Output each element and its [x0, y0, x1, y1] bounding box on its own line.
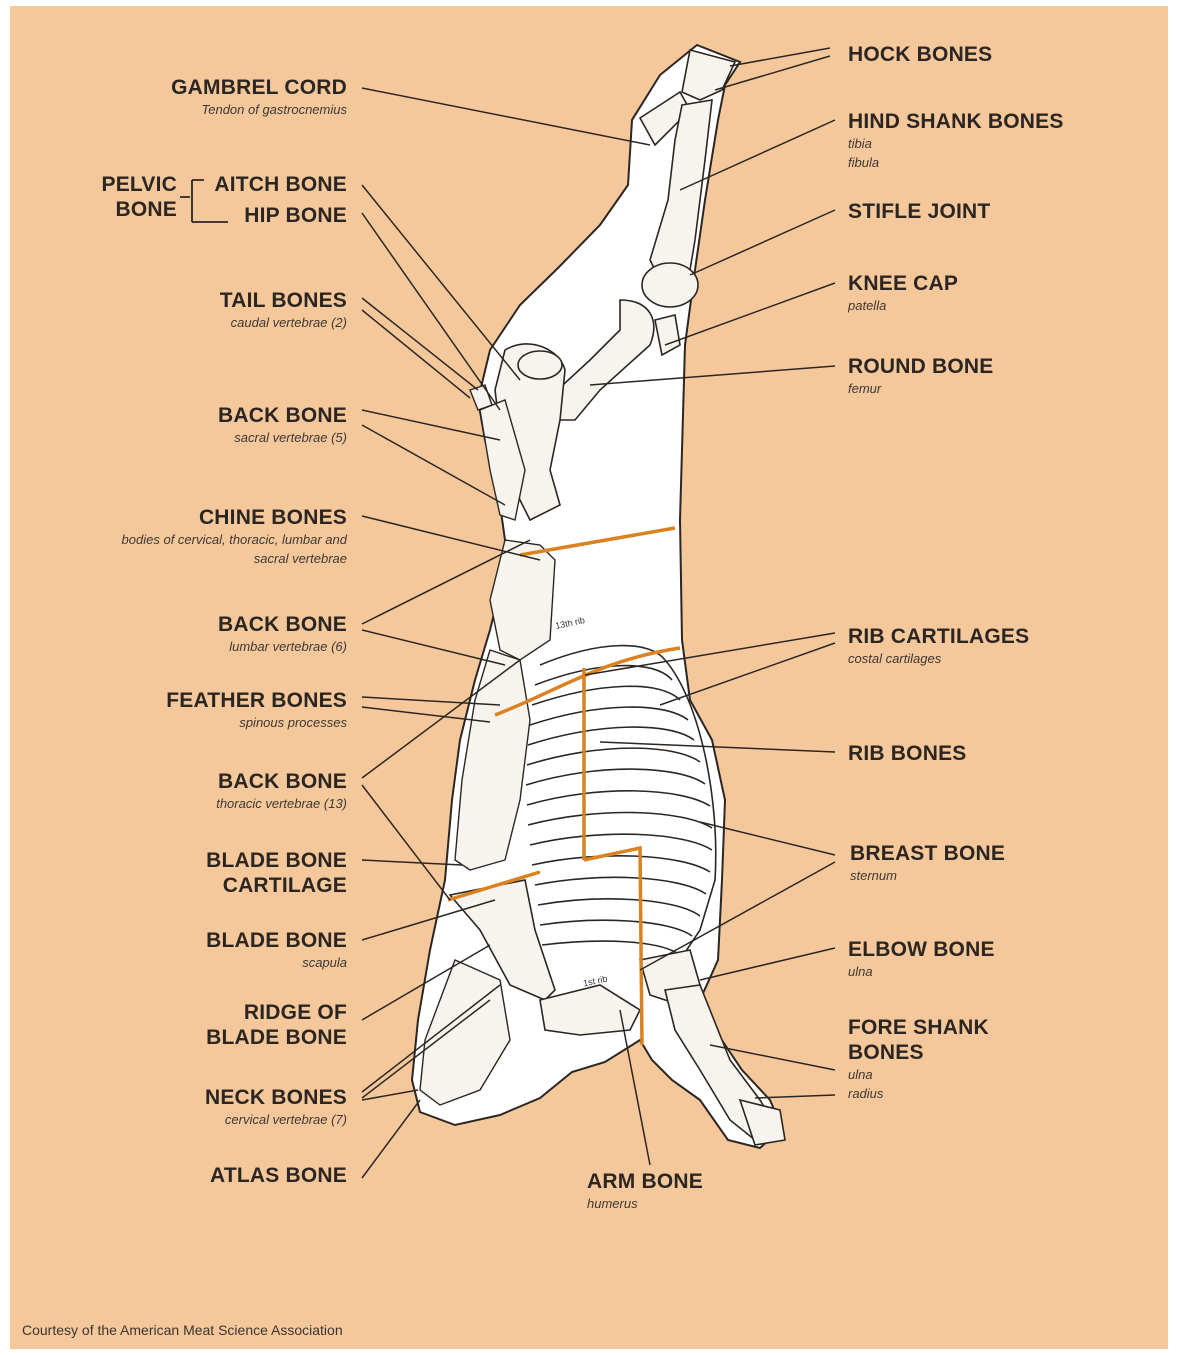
label-blade-bone: BLADE BONE scapula: [47, 928, 347, 972]
label-atlas-bone: ATLAS BONE: [47, 1163, 347, 1188]
label-subtitle: ulna: [848, 962, 1148, 981]
label-back-bone-lumbar: BACK BONE lumbar vertebrae (6): [47, 612, 347, 656]
label-hind-shank-bones: HIND SHANK BONES tibia fibula: [848, 109, 1148, 172]
leader-aitch-bone: [362, 185, 520, 380]
label-title: BLADE BONE: [47, 928, 347, 953]
leader-elbow-bone: [700, 948, 835, 980]
label-subtitle: femur: [848, 379, 1148, 398]
label-subtitle: scapula: [47, 953, 347, 972]
label-subtitle-2: fibula: [848, 153, 1148, 172]
label-chine-bones: CHINE BONES bodies of cervical, thoracic…: [107, 505, 347, 568]
label-title: BACK BONE: [47, 612, 347, 637]
label-rib-bones: RIB BONES: [848, 741, 1148, 766]
leader-atlas-bone: [362, 1100, 420, 1178]
label-subtitle: spinous processes: [47, 713, 347, 732]
label-title: FEATHER BONES: [47, 688, 347, 713]
label-title: TAIL BONES: [47, 288, 347, 313]
label-back-bone-thoracic: BACK BONE thoracic vertebrae (13): [47, 769, 347, 813]
label-hock-bones: HOCK BONES: [848, 42, 1148, 67]
label-title: AITCH BONE: [147, 172, 347, 197]
label-elbow-bone: ELBOW BONE ulna: [848, 937, 1148, 981]
label-fore-shank-bones: FORE SHANK BONES ulna radius: [848, 1015, 1008, 1103]
label-title: ROUND BONE: [848, 354, 1148, 379]
leader-gambrel-cord: [362, 88, 650, 145]
label-title: STIFLE JOINT: [848, 199, 1148, 224]
leader-hip-bone: [362, 213, 500, 410]
label-feather-bones: FEATHER BONES spinous processes: [47, 688, 347, 732]
leader-back-bone-lumbar-2: [362, 630, 505, 665]
label-title: RIB BONES: [848, 741, 1148, 766]
leader-hock-bones-1: [730, 48, 830, 66]
label-subtitle-2: radius: [848, 1084, 1008, 1103]
label-blade-bone-cartilage: BLADE BONE CARTILAGE: [187, 848, 347, 898]
label-subtitle: sacral vertebrae (5): [47, 428, 347, 447]
label-rib-cartilages: RIB CARTILAGES costal cartilages: [848, 624, 1148, 668]
label-round-bone: ROUND BONE femur: [848, 354, 1148, 398]
credit-line: Courtesy of the American Meat Science As…: [22, 1322, 343, 1338]
label-hip-bone: HIP BONE: [147, 203, 347, 228]
label-subtitle: caudal vertebrae (2): [47, 313, 347, 332]
hip-socket: [518, 351, 562, 379]
label-title: GAMBREL CORD: [47, 75, 347, 100]
label-title: RIDGE OF BLADE BONE: [197, 1000, 347, 1050]
label-subtitle: bodies of cervical, thoracic, lumbar and…: [107, 530, 347, 568]
label-title: HIP BONE: [147, 203, 347, 228]
leader-tail-bones-1: [362, 298, 478, 390]
stifle-joint-bone: [642, 263, 698, 307]
label-arm-bone: ARM BONE humerus: [587, 1169, 787, 1213]
label-title: HIND SHANK BONES: [848, 109, 1148, 134]
label-title: BLADE BONE CARTILAGE: [187, 848, 347, 898]
label-title: FORE SHANK BONES: [848, 1015, 1008, 1065]
label-breast-bone: BREAST BONE sternum: [850, 841, 1150, 885]
label-subtitle: patella: [848, 296, 1148, 315]
label-subtitle-1: tibia: [848, 134, 1148, 153]
label-title: HOCK BONES: [848, 42, 1148, 67]
label-subtitle: Tendon of gastrocnemius: [47, 100, 347, 119]
label-title: NECK BONES: [47, 1085, 347, 1110]
label-title: ATLAS BONE: [47, 1163, 347, 1188]
label-subtitle: sternum: [850, 866, 1150, 885]
label-gambrel-cord: GAMBREL CORD Tendon of gastrocnemius: [47, 75, 347, 119]
label-subtitle: cervical vertebrae (7): [47, 1110, 347, 1129]
label-subtitle: costal cartilages: [848, 649, 1148, 668]
leader-stifle-joint: [690, 210, 835, 275]
label-back-bone-sacral: BACK BONE sacral vertebrae (5): [47, 403, 347, 447]
label-title: CHINE BONES: [107, 505, 347, 530]
label-tail-bones: TAIL BONES caudal vertebrae (2): [47, 288, 347, 332]
lumbar-vertebrae: [490, 540, 555, 660]
label-subtitle: humerus: [587, 1194, 787, 1213]
label-knee-cap: KNEE CAP patella: [848, 271, 1148, 315]
label-title: BREAST BONE: [850, 841, 1150, 866]
label-title: KNEE CAP: [848, 271, 1148, 296]
label-title: BACK BONE: [47, 403, 347, 428]
label-subtitle-1: ulna: [848, 1065, 1008, 1084]
label-subtitle: lumbar vertebrae (6): [47, 637, 347, 656]
label-aitch-bone: AITCH BONE: [147, 172, 347, 197]
label-ridge-of-blade-bone: RIDGE OF BLADE BONE: [197, 1000, 347, 1050]
label-title: ELBOW BONE: [848, 937, 1148, 962]
leader-back-bone-thoracic-2: [362, 785, 450, 900]
label-stifle-joint: STIFLE JOINT: [848, 199, 1148, 224]
leader-tail-bones-2: [362, 310, 470, 398]
label-title: ARM BONE: [587, 1169, 787, 1194]
label-title: RIB CARTILAGES: [848, 624, 1148, 649]
label-title: BACK BONE: [47, 769, 347, 794]
leader-back-bone-sacral-1: [362, 410, 500, 440]
label-neck-bones: NECK BONES cervical vertebrae (7): [47, 1085, 347, 1129]
label-subtitle: thoracic vertebrae (13): [47, 794, 347, 813]
